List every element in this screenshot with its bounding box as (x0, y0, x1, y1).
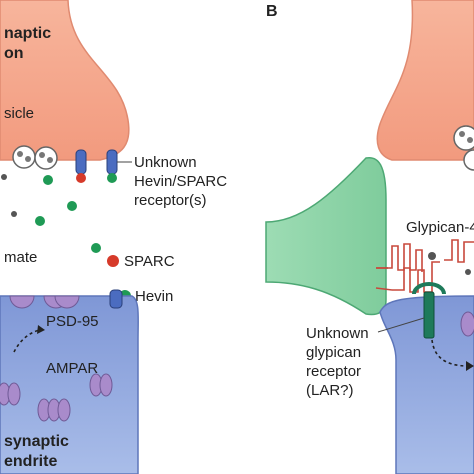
receptor-label-line2: Hevin/SPARC (134, 173, 227, 190)
hevin-dot (35, 216, 45, 226)
vesicle (34, 146, 58, 170)
glutamate-dot (11, 211, 17, 217)
hevin-dot (91, 243, 101, 253)
postsynaptic-receptor (9, 295, 35, 309)
glypican-4 (376, 243, 423, 272)
hevin-dot (43, 175, 53, 185)
presynaptic-label-line2: on (4, 45, 24, 62)
ampar-receptor (0, 382, 21, 406)
glypican-receptor-label-line2: glypican (306, 344, 361, 361)
receptor-label-line3: receptor(s) (134, 192, 207, 209)
hevin-sparc-receptor (106, 149, 118, 175)
hevin-sparc-receptor (75, 149, 87, 175)
panel-b: B Glypican-4 (265, 0, 474, 474)
postsynaptic-label-line2: endrite (4, 453, 57, 470)
hevin-sparc-receptor (109, 289, 123, 309)
glutamate-dot (465, 269, 471, 275)
panel-a: naptic on sicle Unknown Hev (0, 0, 227, 474)
receptor-leader-line (377, 317, 425, 333)
presynaptic-label-line1: naptic (4, 25, 51, 42)
lar-receptor-cap (412, 282, 446, 295)
hevin-dot (107, 173, 117, 183)
postsynaptic-dendrite (0, 295, 139, 474)
psd95-label: PSD-95 (46, 313, 99, 330)
postsynaptic-receptor (54, 295, 80, 309)
ampar-receptor (89, 373, 113, 397)
hevin-label: Hevin (135, 288, 173, 305)
glypican-label: Glypican-4 (406, 219, 474, 236)
glypican-anchor (375, 287, 393, 291)
hevin-dot (67, 201, 77, 211)
vesicle (12, 145, 36, 169)
glypican-4 (392, 261, 440, 293)
glutamate-dot (428, 252, 436, 260)
vesicle-label: sicle (4, 105, 34, 122)
presynaptic-terminal (0, 0, 130, 161)
arrowhead-icon (466, 361, 474, 371)
vesicle (453, 125, 474, 151)
glypican-receptor-label-line3: receptor (306, 363, 361, 380)
lar-receptor (423, 291, 435, 339)
glypican-4 (444, 239, 474, 263)
postsynaptic-label-line1: synaptic (4, 433, 69, 450)
ampar-receptor (460, 311, 474, 337)
vesicle (463, 149, 474, 171)
glutamate-dot (1, 174, 7, 180)
astrocyte-process (265, 157, 387, 316)
glypican-receptor-label-line4: (LAR?) (306, 382, 354, 399)
arrowhead-icon (37, 325, 45, 334)
glypican-receptor-label-line1: Unknown (306, 325, 369, 342)
sparc-label: SPARC (124, 253, 175, 270)
signaling-arrow (431, 339, 469, 367)
sparc-legend-dot (107, 255, 119, 267)
ampar-label: AMPAR (46, 360, 98, 377)
receptor-label-line1: Unknown (134, 154, 197, 171)
postsynaptic-dendrite (379, 295, 474, 474)
sparc-dot (76, 173, 86, 183)
panel-b-letter: B (266, 3, 278, 20)
presynaptic-terminal (376, 0, 474, 161)
glutamate-label: mate (4, 249, 37, 266)
ampar-receptor (37, 398, 71, 422)
